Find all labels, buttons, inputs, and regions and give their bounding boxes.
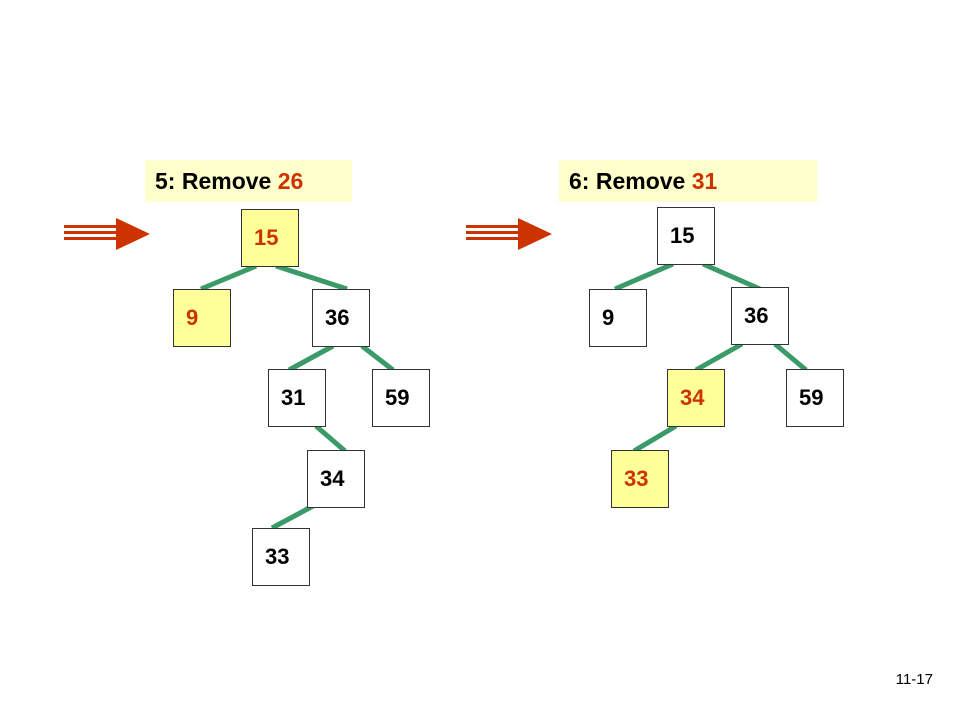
right-title-value: 31: [691, 168, 718, 194]
right-arrow-icon: [64, 218, 150, 250]
left-node-34: 34: [307, 450, 365, 508]
edge-36-59: [360, 344, 395, 372]
edge-36-31: [287, 343, 335, 373]
left-title: 5: Remove 26: [145, 160, 352, 202]
edge-34-33: [270, 503, 315, 531]
right-arrow-icon: [466, 218, 552, 250]
left-node-15: 15: [241, 209, 299, 267]
edge-31-34: [314, 424, 347, 453]
edge-34-33: [632, 423, 678, 454]
left-node-59: 59: [372, 369, 430, 427]
left-node-33: 33: [252, 528, 310, 586]
left-title-value: 26: [277, 168, 304, 194]
edge-15-9: [614, 261, 674, 292]
right-node-33: 33: [611, 450, 669, 508]
right-title-prefix: 6: Remove: [569, 168, 692, 194]
left-node-9: 9: [173, 289, 231, 347]
right-node-34: 34: [667, 369, 725, 427]
page-number: 11-17: [895, 671, 933, 688]
edge-15-36: [275, 263, 348, 292]
right-node-15: 15: [657, 207, 715, 265]
right-node-36: 36: [731, 287, 789, 345]
right-title: 6: Remove 31: [559, 160, 817, 202]
left-node-36: 36: [312, 289, 370, 347]
right-node-9: 9: [589, 289, 647, 347]
edge-15-36: [701, 261, 762, 292]
edge-36-34: [694, 341, 744, 373]
left-title-prefix: 5: Remove: [155, 168, 278, 194]
right-node-59: 59: [786, 369, 844, 427]
edge-36-59: [773, 342, 808, 372]
edge-15-9: [200, 263, 257, 292]
left-node-31: 31: [268, 369, 326, 427]
